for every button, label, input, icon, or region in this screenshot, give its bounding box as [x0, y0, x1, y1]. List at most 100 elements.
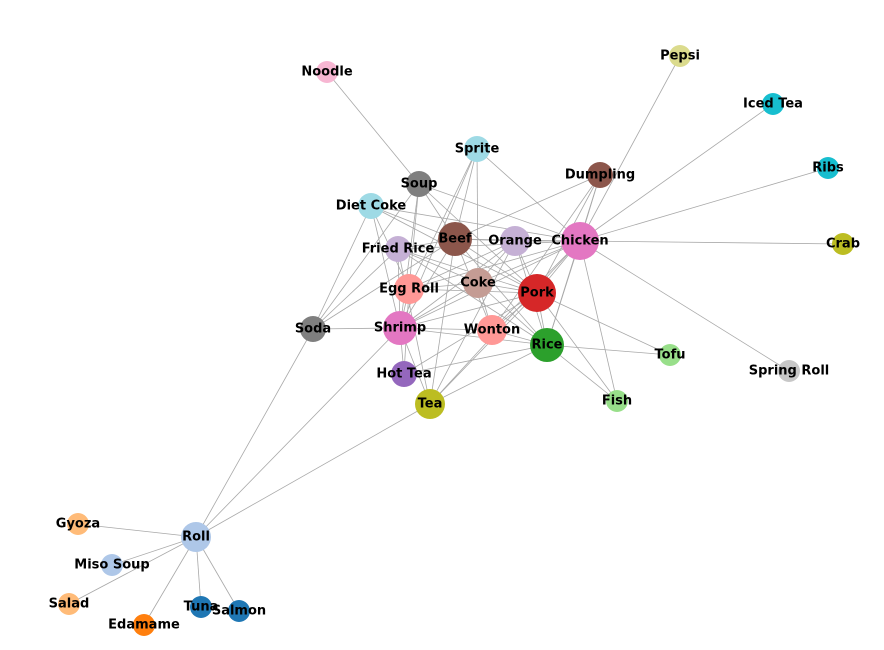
edge-pork-tofu [536, 292, 671, 356]
node-label-sprite: Sprite [455, 142, 500, 157]
node-tea [415, 389, 445, 419]
node-label-gyoza: Gyoza [56, 517, 100, 532]
node-label-hot-tea: Hot Tea [376, 367, 431, 382]
node-rice [530, 328, 564, 362]
edge-tea-roll [195, 403, 431, 538]
node-egg-roll [394, 274, 424, 304]
node-label-edamame: Edamame [108, 618, 180, 633]
edge-beef-tea [429, 238, 456, 405]
node-label-tea: Tea [418, 397, 443, 412]
edge-dumpling-beef [454, 174, 601, 240]
node-label-fried-rice: Fried Rice [362, 242, 435, 257]
node-label-fish: Fish [602, 394, 632, 409]
node-miso-soup [101, 554, 123, 576]
node-label-crab: Crab [826, 237, 860, 252]
edge-roll-salad [68, 536, 197, 605]
node-sprite [464, 136, 490, 162]
node-label-dumpling: Dumpling [565, 168, 635, 183]
edge-fried-rice-pork [397, 248, 538, 294]
edge-roll-edamame [143, 536, 197, 626]
edge-chicken-tea [429, 240, 581, 405]
node-layer [58, 45, 854, 636]
node-tofu [659, 344, 681, 366]
edge-pork-hot-tea [403, 292, 538, 375]
node-spring-roll [778, 360, 800, 382]
node-label-pepsi: Pepsi [660, 49, 700, 64]
node-tuna [190, 596, 212, 618]
node-salmon [228, 600, 250, 622]
node-label-salad: Salad [49, 597, 90, 612]
edge-roll-gyoza [77, 523, 197, 538]
node-label-pork: Pork [520, 286, 554, 301]
node-hot-tea [391, 361, 417, 387]
node-crab [832, 233, 854, 255]
node-label-noodle: Noodle [301, 65, 353, 80]
edge-iced-tea-chicken [579, 103, 774, 242]
node-label-beef: Beef [438, 232, 472, 247]
node-label-tuna: Tuna [184, 600, 219, 615]
node-wonton [477, 315, 507, 345]
node-label-egg-roll: Egg Roll [379, 282, 439, 297]
node-label-shrimp: Shrimp [374, 321, 426, 336]
edge-pork-fish [536, 292, 618, 402]
edge-diet-coke-shrimp [370, 205, 401, 329]
node-soda [300, 316, 326, 342]
node-orange [500, 226, 530, 256]
node-fish [606, 390, 628, 412]
edge-ribs-chicken [579, 167, 829, 242]
node-dumpling [587, 162, 613, 188]
edge-pork-tea [429, 292, 538, 405]
node-chicken [561, 222, 599, 260]
node-label-tofu: Tofu [655, 348, 686, 363]
node-pork [518, 274, 556, 312]
edge-fried-rice-chicken [397, 240, 581, 250]
node-label-diet-coke: Diet Coke [336, 199, 407, 214]
node-label-spring-roll: Spring Roll [749, 364, 829, 379]
node-pepsi [669, 45, 691, 67]
node-label-rice: Rice [532, 338, 563, 353]
node-label-soda: Soda [295, 322, 331, 337]
node-label-iced-tea: Iced Tea [743, 97, 803, 112]
node-diet-coke [358, 193, 384, 219]
edge-diet-coke-chicken [370, 205, 581, 242]
edge-orange-egg-roll [408, 240, 516, 290]
node-label-soup: Soup [401, 177, 438, 192]
edge-sprite-egg-roll [408, 148, 478, 290]
node-roll [181, 522, 211, 552]
edge-chicken-fish [579, 240, 618, 402]
node-soup [406, 171, 432, 197]
node-fried-rice [385, 236, 411, 262]
edge-rice-tea [429, 344, 548, 405]
edge-shrimp-roll [195, 327, 401, 538]
node-label-ribs: Ribs [812, 161, 844, 176]
node-coke [463, 268, 493, 298]
node-label-coke: Coke [460, 276, 496, 291]
node-label-orange: Orange [488, 234, 542, 249]
node-ribs [817, 157, 839, 179]
edge-soup-chicken [418, 183, 581, 242]
node-label-miso-soup: Miso Soup [74, 558, 149, 573]
edge-spring-roll-chicken [579, 240, 790, 372]
edge-rice-hot-tea [403, 344, 548, 375]
edge-dumpling-wonton [491, 174, 601, 331]
node-beef [438, 222, 472, 256]
node-salad [58, 593, 80, 615]
edge-chicken-egg-roll [408, 240, 581, 290]
edge-diet-coke-soda [312, 205, 372, 330]
edge-crab-chicken [579, 240, 844, 245]
node-edamame [133, 614, 155, 636]
node-shrimp [383, 311, 417, 345]
edge-fried-rice-soda [312, 248, 399, 330]
edge-shrimp-rice [399, 327, 548, 346]
edge-soup-egg-roll [408, 183, 420, 290]
node-noodle [316, 61, 338, 83]
node-label-chicken: Chicken [551, 234, 608, 249]
node-gyoza [67, 513, 89, 535]
edge-beef-soda [312, 238, 456, 330]
edge-soup-soda [312, 183, 420, 330]
edge-orange-tea [429, 240, 516, 405]
edge-sprite-coke [476, 148, 479, 284]
edge-rice-tofu [546, 344, 671, 356]
node-iced-tea [762, 93, 784, 115]
